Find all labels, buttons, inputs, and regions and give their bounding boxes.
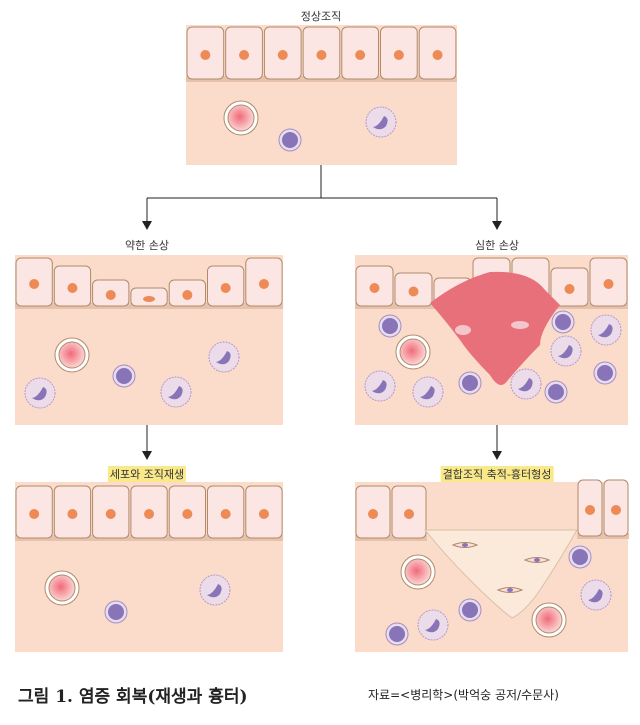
- cell-nucleus: [220, 283, 231, 293]
- basement-membrane: [355, 535, 427, 541]
- cell-nucleus: [432, 50, 443, 60]
- cell-nucleus: [200, 50, 211, 60]
- cell-nucleus: [611, 505, 621, 515]
- cell-nucleus: [67, 509, 78, 519]
- cell-nucleus: [355, 50, 366, 60]
- cell-nucleus: [316, 50, 327, 60]
- cell-nucleus: [258, 509, 269, 519]
- cell-nucleus: [220, 509, 231, 519]
- arrow-head: [142, 221, 152, 230]
- label-severe-injury: 심한 손상: [475, 239, 519, 252]
- cell-nucleus: [182, 509, 193, 519]
- cell-nucleus: [564, 284, 575, 294]
- panel-regeneration: [15, 482, 284, 652]
- arrow-head: [492, 451, 502, 460]
- wound-clot: [430, 271, 560, 385]
- figure-caption: 그림 1. 염증 회복(재생과 흉터): [18, 687, 248, 707]
- figure-source: 자료=<병리학>(박억숭 공저/수문사): [368, 688, 559, 702]
- cell-nucleus: [369, 283, 380, 293]
- cell-nucleus: [182, 290, 193, 300]
- scar-tissue: [423, 529, 578, 619]
- panel-normal-tissue: [186, 25, 457, 165]
- cell-nucleus: [258, 279, 269, 289]
- connector-arrows: [146, 165, 498, 452]
- cell-nucleus: [603, 279, 614, 289]
- label-regeneration: 세포와 조직재생: [107, 466, 187, 482]
- arrow-head: [142, 451, 152, 460]
- cell-nucleus: [105, 290, 116, 300]
- cell-nucleus: [277, 50, 288, 60]
- panel-severe-injury: [355, 255, 628, 425]
- basement-membrane: [577, 533, 629, 539]
- cell-nucleus: [105, 509, 116, 519]
- panel-scar-formation: [355, 479, 629, 652]
- cell-nucleus: [143, 296, 156, 302]
- cell-nucleus: [67, 283, 78, 293]
- panel-mild-injury: [15, 255, 284, 425]
- label-mild-injury: 약한 손상: [125, 239, 169, 252]
- label-normal-tissue: 정상조직: [300, 10, 342, 23]
- label-scarring: 결합조직 축적-흉터형성: [440, 466, 554, 482]
- cell-nucleus: [585, 505, 595, 515]
- cell-nucleus: [368, 509, 378, 519]
- cell-nucleus: [29, 509, 40, 519]
- cell-nucleus: [239, 50, 250, 60]
- cell-nucleus: [29, 279, 40, 289]
- cell-nucleus: [408, 286, 419, 297]
- cell-nucleus: [393, 50, 404, 60]
- arrow-head: [492, 221, 502, 230]
- cell-nucleus: [404, 509, 414, 519]
- cell-nucleus: [144, 509, 155, 519]
